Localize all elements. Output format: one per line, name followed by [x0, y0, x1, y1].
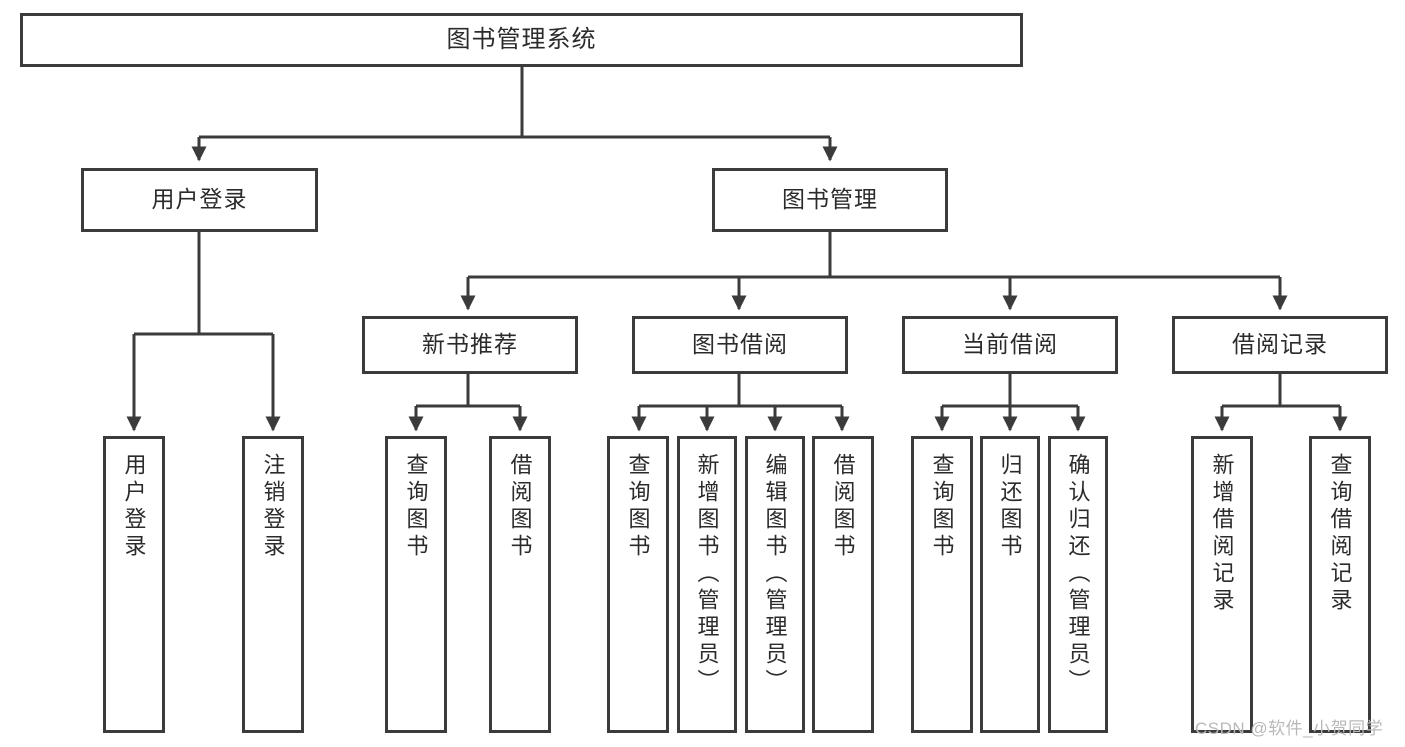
node-label: 查询图书 — [625, 453, 651, 561]
node-label: 用户登录 — [151, 186, 248, 213]
node-label: 查询借阅记录 — [1327, 453, 1353, 615]
leaf-return-book[interactable]: 归还图书 — [980, 436, 1040, 733]
leaf-query-borrow-record[interactable]: 查询借阅记录 — [1309, 436, 1371, 733]
node-label: 注销登录 — [260, 453, 286, 561]
node-book-borrow[interactable]: 图书借阅 — [632, 316, 848, 374]
leaf-edit-book-admin[interactable]: 编辑图书（管理员） — [745, 436, 805, 733]
node-label: 编辑图书（管理员） — [762, 453, 788, 696]
leaf-borrow-book[interactable]: 借阅图书 — [812, 436, 874, 733]
node-label: 借阅图书 — [830, 453, 856, 561]
leaf-user-login[interactable]: 用户登录 — [103, 436, 165, 733]
node-label: 确认归还（管理员） — [1065, 453, 1091, 696]
leaf-borrow-book-recommend[interactable]: 借阅图书 — [489, 436, 551, 733]
leaf-confirm-return-admin[interactable]: 确认归还（管理员） — [1048, 436, 1108, 733]
node-label: 查询图书 — [403, 453, 429, 561]
node-book-management[interactable]: 图书管理 — [712, 168, 948, 232]
node-label: 新书推荐 — [422, 331, 518, 358]
csdn-watermark: CSDN @软件_小贺同学 — [1195, 719, 1384, 738]
leaf-query-book-recommend[interactable]: 查询图书 — [385, 436, 447, 733]
node-label: 查询图书 — [929, 453, 955, 561]
node-label: 新增借阅记录 — [1209, 453, 1235, 615]
node-label: 用户登录 — [121, 453, 147, 561]
leaf-query-book-borrow[interactable]: 查询图书 — [607, 436, 669, 733]
leaf-logout[interactable]: 注销登录 — [242, 436, 304, 733]
node-label: 借阅图书 — [507, 453, 533, 561]
node-label: 图书管理系统 — [446, 25, 597, 53]
node-label: 归还图书 — [997, 453, 1023, 561]
node-label: 借阅记录 — [1232, 331, 1328, 358]
leaf-query-book-current[interactable]: 查询图书 — [911, 436, 973, 733]
node-root-system[interactable]: 图书管理系统 — [20, 13, 1023, 67]
node-current-borrow[interactable]: 当前借阅 — [902, 316, 1118, 374]
node-label: 图书借阅 — [692, 331, 788, 358]
leaf-add-borrow-record[interactable]: 新增借阅记录 — [1191, 436, 1253, 733]
leaf-add-book-admin[interactable]: 新增图书（管理员） — [677, 436, 737, 733]
node-label: 图书管理 — [782, 186, 878, 213]
node-borrow-record[interactable]: 借阅记录 — [1172, 316, 1388, 374]
node-new-book-recommend[interactable]: 新书推荐 — [362, 316, 578, 374]
node-user-login[interactable]: 用户登录 — [81, 168, 318, 232]
node-label: 新增图书（管理员） — [694, 453, 720, 696]
node-label: 当前借阅 — [962, 331, 1058, 358]
